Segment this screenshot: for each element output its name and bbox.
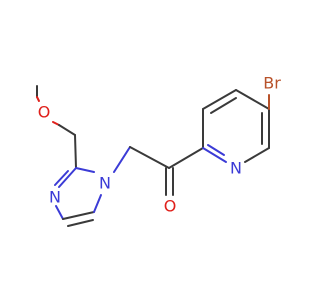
bond-n3-c4 <box>55 205 64 220</box>
bond-n1-c2 <box>75 167 95 173</box>
bond-o-ch2-red <box>52 121 60 126</box>
atom-labels: O N N O N Br <box>38 74 281 216</box>
bond-c5-n1 <box>93 194 102 213</box>
atom-label-carbonyl-oxygen: O <box>164 197 177 216</box>
bond-py-c3-c4-double <box>210 97 237 114</box>
bond-ch2-c2 <box>74 134 77 169</box>
molecule-structure-diagram: O N N O N Br <box>36 74 281 227</box>
atom-label-pyridine-n: N <box>230 159 242 178</box>
atom-label-imidazole-n1: N <box>99 174 111 193</box>
bond-py-c3-c4 <box>202 89 237 110</box>
bond-c2-n3-double <box>54 170 69 186</box>
bond-py-c6-n <box>244 147 270 163</box>
bond-c4-c5 <box>62 211 95 220</box>
atom-label-methoxy-oxygen: O <box>38 103 51 122</box>
bond-py-n-c2-double <box>207 144 225 156</box>
bond-carbonyl-pyridine <box>168 147 204 169</box>
bond-py-c4-c5 <box>235 89 270 110</box>
atom-label-bromine: Br <box>263 74 281 93</box>
bond-methyl-o-red <box>36 96 40 102</box>
bond-n1-ch2 <box>113 146 131 173</box>
bonds <box>36 85 270 227</box>
bond-py-n-c2 <box>202 147 227 163</box>
bond-c4-c5-double <box>67 219 94 227</box>
bond-ch2-carbonyl <box>129 146 170 169</box>
atom-label-imidazole-n3: N <box>49 188 61 207</box>
bond-o-ch2 <box>58 124 76 136</box>
bond-c2-n3 <box>58 167 77 188</box>
